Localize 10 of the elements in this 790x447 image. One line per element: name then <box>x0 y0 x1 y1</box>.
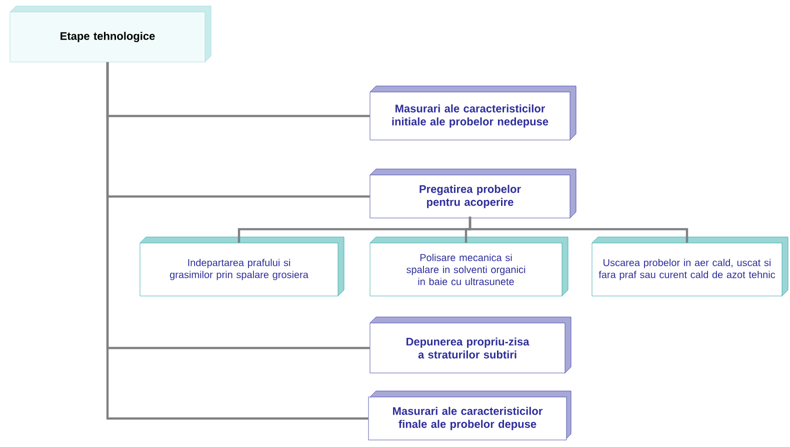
step-box: Depunerea propriu-zisa a straturilor subtiri <box>370 316 572 374</box>
title-box: Etape tehnologice <box>10 6 212 62</box>
connector-line <box>106 62 368 420</box>
substep-box: Indepartarea prafului si grasimilor prin spalare grosiera <box>140 236 344 296</box>
step-box: Pregatirea probelor pentru acoperire <box>370 168 576 218</box>
substep-box: Polisare mecanica si spalare in solventi organici in baie cu ultrasunete <box>370 236 568 296</box>
connector-line <box>468 216 688 243</box>
step-box: Masurari ale caracteristicilor initiale ale probelor nedepuse <box>370 86 576 140</box>
substep-box: Uscarea probelor in aer cald, uscat si fara praf sau curent cald de azot tehnic <box>592 236 788 296</box>
step-box: Masurari ale caracteristicilor finale ale probelor depuse <box>368 390 572 440</box>
